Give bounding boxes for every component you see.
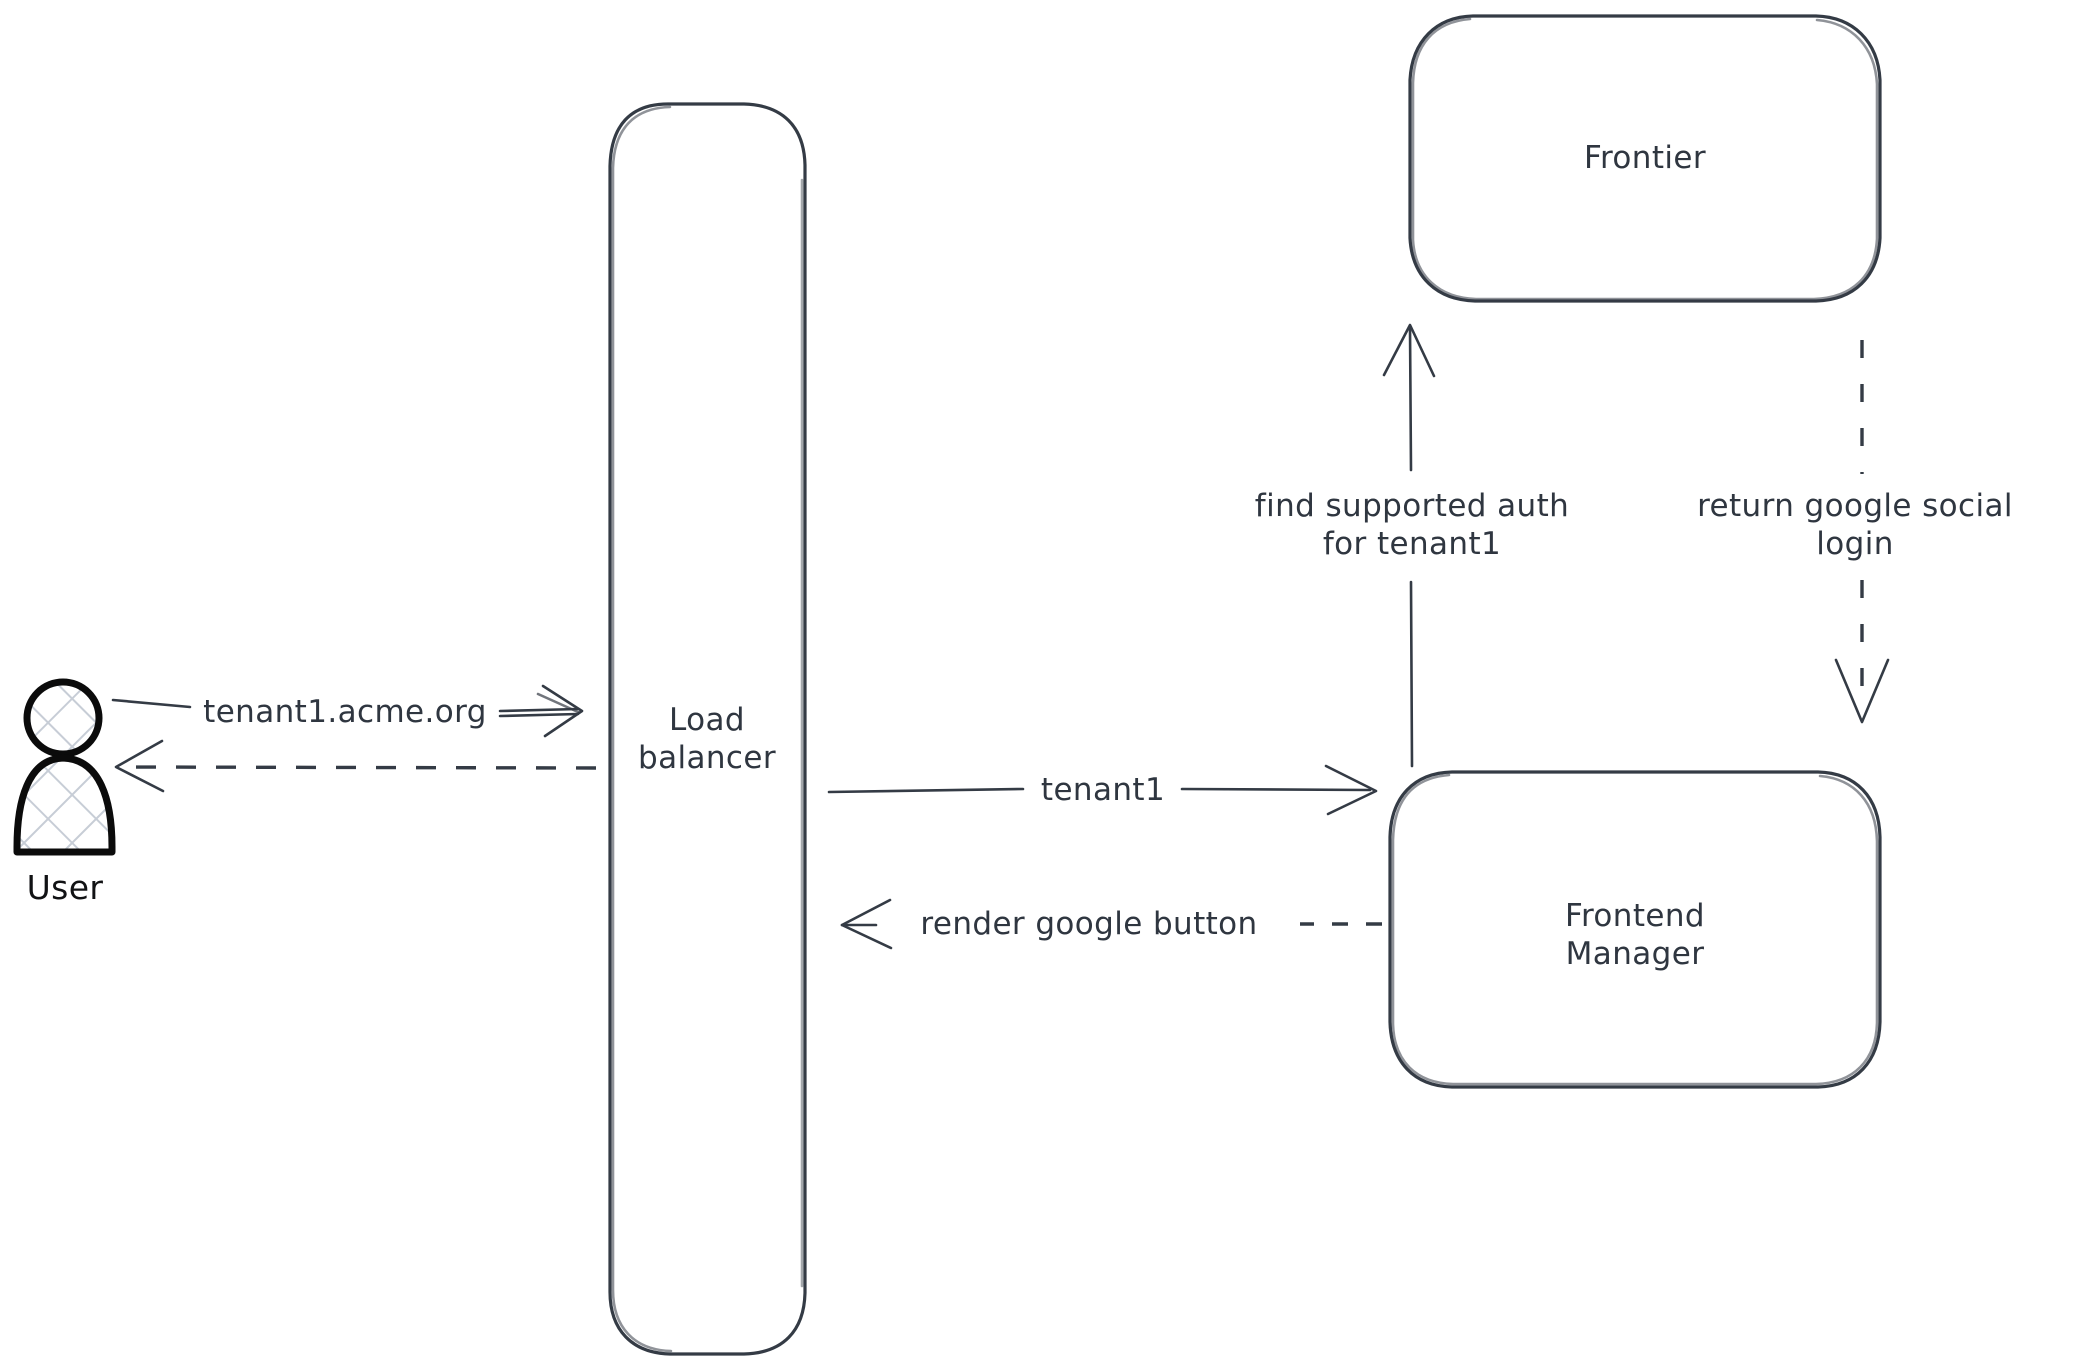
edge-label-user-to-lb-text: tenant1.acme.org (203, 694, 487, 731)
node-label-frontend-manager-line1: Frontend (1564, 898, 1705, 935)
user-label-text: User (26, 867, 104, 907)
edge-label-fm-to-lb: render google button (874, 906, 1304, 944)
node-frontend-manager[interactable] (1388, 770, 1882, 1089)
user-label: User (0, 868, 130, 908)
edge-lb-to-user-arrow (114, 739, 597, 793)
edge-label-lb-to-fm-text: tenant1 (1040, 772, 1166, 809)
edge-lb-to-fm-arrow (827, 764, 1378, 816)
edge-label-fm-to-frontier: find supported auth for tenant1 (1212, 480, 1612, 572)
edge-label-frontier-to-fm-line1: return google social (1697, 488, 2013, 525)
node-load-balancer[interactable] (608, 102, 807, 1356)
node-label-frontend-manager: Frontend Manager (1390, 890, 1880, 982)
user-icon (13, 678, 116, 856)
edge-fm-to-lb-arrow (840, 898, 1382, 950)
edge-label-fm-to-frontier-line1: find supported auth (1254, 488, 1570, 525)
node-label-load-balancer-line2: balancer (638, 740, 776, 776)
node-label-load-balancer: Load balancer (612, 690, 802, 790)
edge-user-to-lb-arrow (111, 684, 584, 738)
edge-label-lb-to-fm: tenant1 (1018, 772, 1188, 810)
edge-label-frontier-to-fm-line2: login (1816, 526, 1894, 562)
node-frontier[interactable] (1408, 14, 1882, 303)
edge-fm-to-frontier-arrow (1382, 323, 1436, 768)
node-label-frontier-line1: Frontier (1583, 140, 1707, 177)
edge-label-fm-to-frontier-line2: for tenant1 (1322, 526, 1502, 562)
edge-label-fm-to-lb-text: render google button (920, 906, 1258, 943)
edge-label-user-to-lb: tenant1.acme.org (185, 694, 505, 732)
edge-label-frontier-to-fm: return google social login (1655, 480, 2055, 572)
node-label-frontier: Frontier (1410, 138, 1880, 180)
node-label-frontend-manager-line2: Manager (1565, 936, 1705, 972)
node-label-load-balancer-line1: Load (669, 702, 745, 739)
edge-frontier-to-fm-arrow (1834, 340, 1890, 724)
